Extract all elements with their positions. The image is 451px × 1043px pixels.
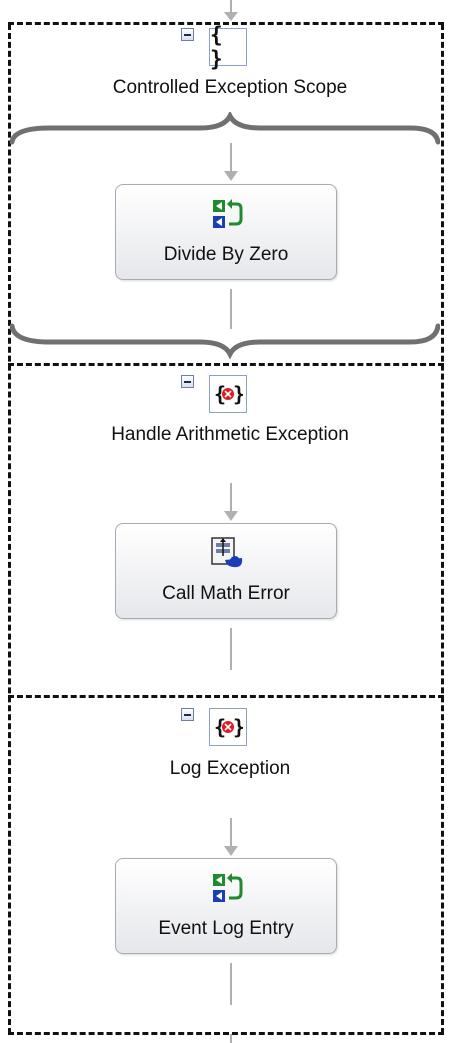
collapse-button-scope-2[interactable] bbox=[181, 375, 194, 388]
scope-title-1: Controlled Exception Scope bbox=[112, 77, 348, 98]
svg-text:{: { bbox=[214, 715, 226, 739]
scope-title-2: Handle Arithmetic Exception bbox=[111, 424, 349, 445]
connector-below-activity-3 bbox=[230, 963, 232, 1005]
code-activity-icon bbox=[213, 873, 243, 902]
invoke-method-icon bbox=[211, 537, 243, 568]
outer-frame-top bbox=[8, 22, 444, 25]
activity-label: Divide By Zero bbox=[163, 244, 289, 265]
connector-below-activity-2 bbox=[230, 628, 232, 670]
activity-label: Call Math Error bbox=[162, 583, 290, 604]
scope-divider-1 bbox=[8, 363, 444, 366]
arrow-to-activity-2 bbox=[224, 483, 238, 521]
activity-call-math-error[interactable]: Call Math Error bbox=[115, 523, 337, 619]
activity-label: Event Log Entry bbox=[158, 918, 294, 939]
activity-divide-by-zero[interactable]: Divide By Zero bbox=[115, 184, 337, 280]
code-activity-icon bbox=[213, 199, 243, 228]
scope-title-3: Log Exception bbox=[169, 758, 291, 779]
outer-frame-bottom bbox=[8, 1032, 444, 1035]
braces-scope-icon: { } bbox=[209, 23, 247, 71]
collapse-button-scope-1[interactable] bbox=[181, 28, 194, 41]
svg-text:}: } bbox=[233, 382, 243, 406]
incoming-arrow bbox=[224, 0, 238, 21]
svg-text:{: { bbox=[214, 382, 226, 406]
outgoing-line bbox=[230, 1034, 232, 1043]
outer-frame-right bbox=[441, 24, 444, 1034]
activity-event-log-entry[interactable]: Event Log Entry bbox=[115, 858, 337, 954]
collapse-button-scope-3[interactable] bbox=[181, 708, 194, 721]
outer-frame-left bbox=[8, 24, 11, 1034]
svg-text:}: } bbox=[233, 715, 243, 739]
connector-below-activity-1 bbox=[230, 289, 232, 329]
scope-brace-bottom bbox=[10, 323, 440, 360]
scope-brace-top bbox=[10, 112, 440, 145]
arrow-to-activity-1 bbox=[224, 143, 238, 181]
arrow-to-activity-3 bbox=[224, 818, 238, 856]
scope-divider-2 bbox=[8, 695, 444, 698]
fault-handler-icon: { } bbox=[209, 375, 247, 413]
fault-handler-icon: { } bbox=[209, 708, 247, 746]
